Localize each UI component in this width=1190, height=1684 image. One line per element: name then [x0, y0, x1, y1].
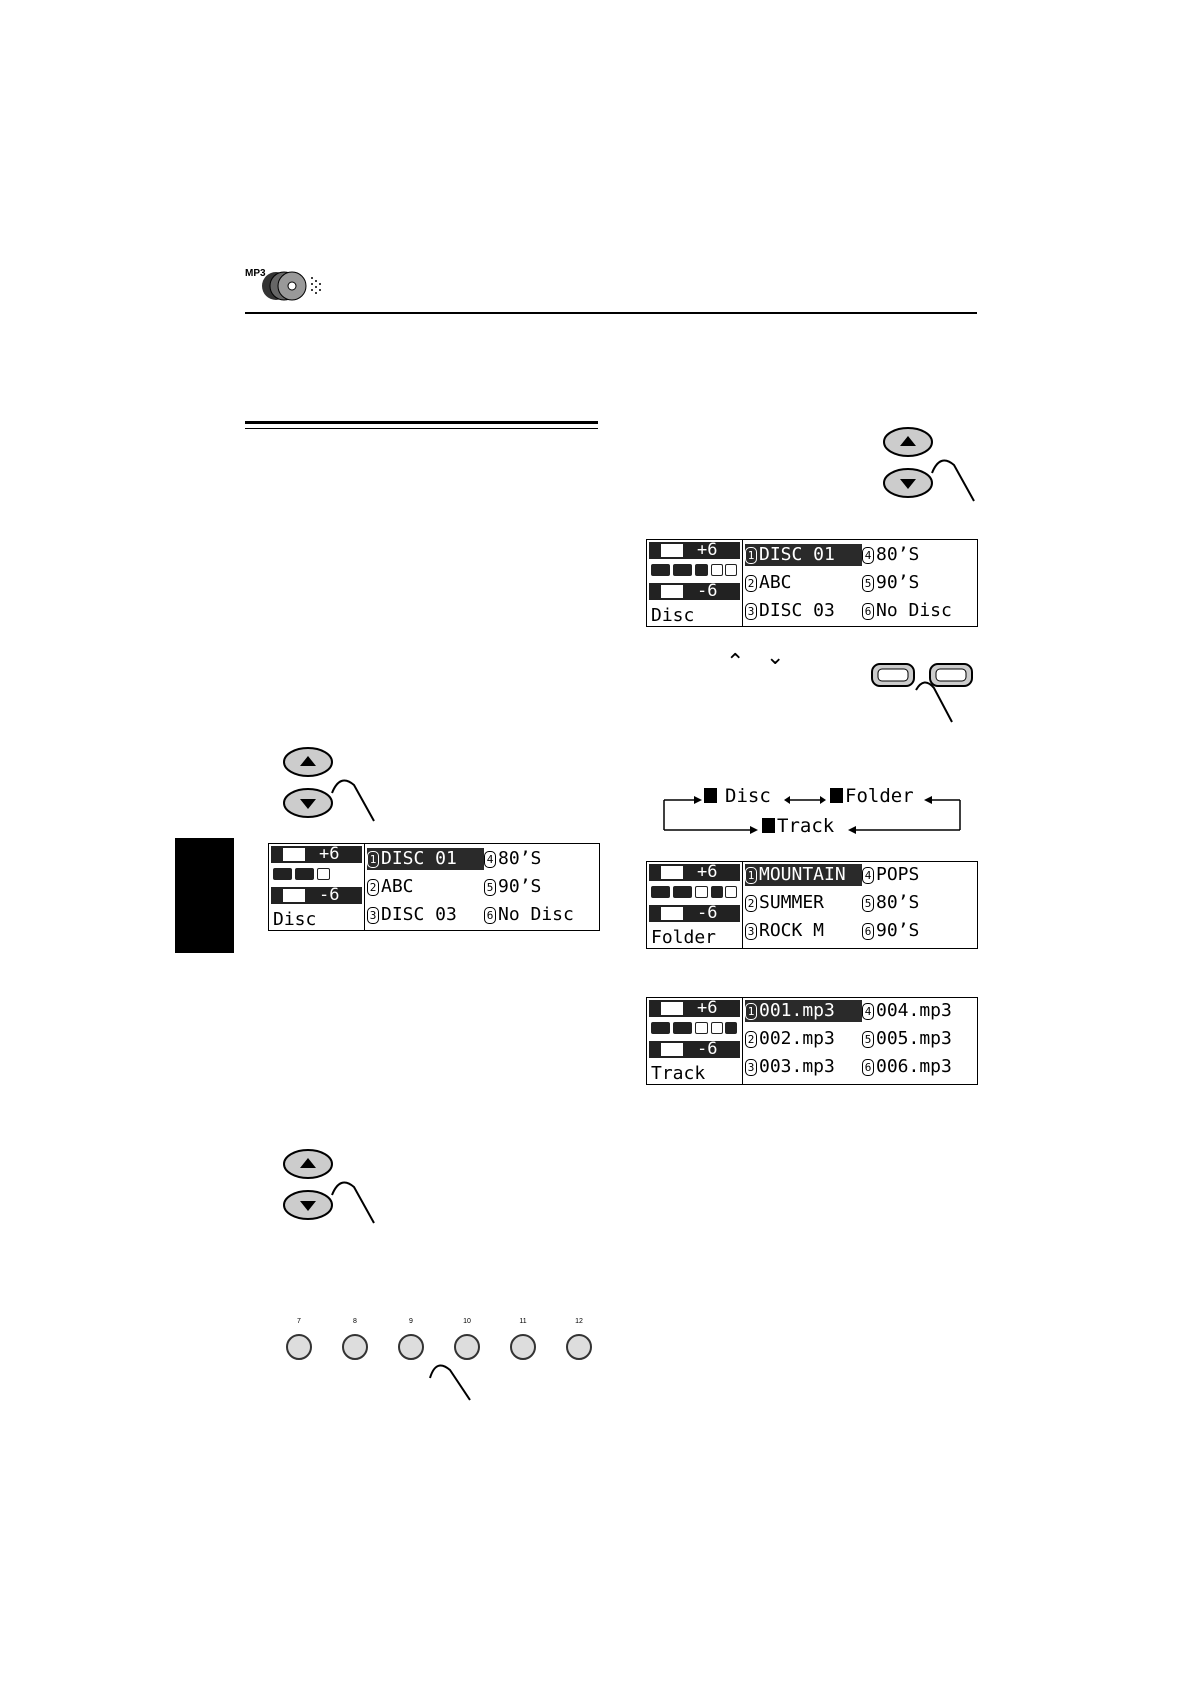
flow-folder: Folder [830, 785, 914, 807]
preset-button-10[interactable] [454, 1334, 480, 1360]
up-down-buttons-2[interactable] [280, 1147, 380, 1229]
preset-button-7[interactable] [286, 1334, 312, 1360]
preset-button-9[interactable] [398, 1334, 424, 1360]
preset-number: 9 [409, 1318, 413, 1325]
preset-button-12[interactable] [566, 1334, 592, 1360]
preset-button-11[interactable] [510, 1334, 536, 1360]
preset-button-8[interactable] [342, 1334, 368, 1360]
preset-number: 8 [353, 1318, 357, 1325]
section-rule-thin [245, 428, 598, 429]
preset-number: 12 [575, 1318, 583, 1325]
note-icon [762, 818, 775, 833]
preset-number: 7 [297, 1318, 301, 1325]
chevron-down-icon: ⌄ [766, 645, 785, 670]
finger-pointer-icon [429, 1364, 471, 1401]
mode-flow-arrows [663, 796, 961, 834]
side-tab [175, 838, 234, 953]
header-rule [245, 312, 977, 314]
skip-buttons[interactable] [870, 660, 980, 725]
mp3-label: MP3 [245, 268, 266, 279]
preset-number: 11 [519, 1318, 527, 1325]
chevron-up-icon: ⌃ [726, 650, 745, 675]
flow-disc: Disc [704, 785, 771, 807]
mode-label: Disc [273, 909, 317, 930]
mode-label: Disc [651, 605, 695, 626]
up-down-buttons-3[interactable] [880, 425, 980, 507]
preset-number: 10 [463, 1318, 471, 1325]
section-rule [245, 421, 598, 424]
disc-stack-icon [262, 271, 321, 301]
mode-label: Track [651, 1063, 706, 1084]
folder-icon [830, 788, 843, 803]
mode-label: Folder [651, 927, 717, 948]
up-down-buttons-1[interactable] [280, 745, 380, 827]
disc-icon [704, 788, 717, 803]
flow-track: Track [762, 815, 834, 837]
